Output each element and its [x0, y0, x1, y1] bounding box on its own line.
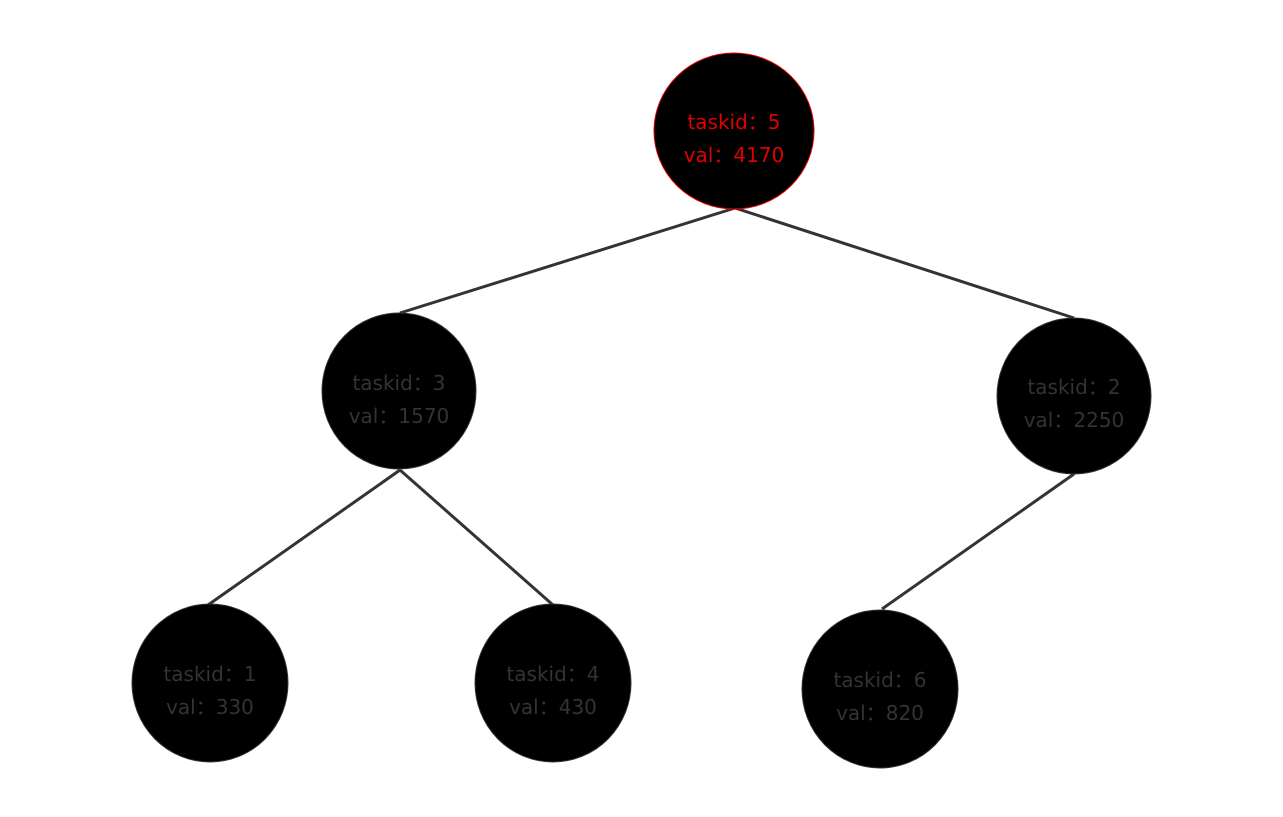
tree-edges: [207, 206, 1075, 611]
node-circle: [131, 603, 289, 763]
node-circle: [474, 603, 632, 763]
node-circle: [996, 317, 1152, 475]
node-circle: [801, 609, 959, 769]
tree-node: taskid：1 val：330: [131, 603, 289, 763]
node-val-label: val：1570: [349, 404, 450, 428]
node-taskid-label: taskid：5: [687, 110, 780, 134]
node-val-label: val：2250: [1024, 408, 1125, 432]
node-taskid-label: taskid：4: [506, 662, 599, 686]
node-val-label: val：430: [509, 695, 597, 719]
edge-n5-n2: [734, 206, 1075, 320]
edge-n5-n3: [399, 206, 736, 315]
node-circle: [321, 312, 477, 470]
edge-n2-n6: [881, 472, 1075, 611]
node-val-label: val：820: [836, 701, 924, 725]
edge-n3-n1: [207, 468, 401, 607]
node-taskid-label: taskid：6: [833, 668, 926, 692]
node-taskid-label: taskid：1: [163, 662, 256, 686]
node-val-label: val：330: [166, 695, 254, 719]
edge-n3-n4: [399, 468, 554, 607]
tree-node: taskid：4 val：430: [474, 603, 632, 763]
node-circle: [653, 52, 815, 210]
node-taskid-label: taskid：3: [352, 371, 445, 395]
node-val-label: val：4170: [684, 143, 785, 167]
tree-node: taskid：2 val：2250: [996, 317, 1152, 475]
tree-node: taskid：6 val：820: [801, 609, 959, 769]
tree-node: taskid：3 val：1570: [321, 312, 477, 470]
tree-node-root: taskid：5 val：4170: [653, 52, 815, 210]
tree-nodes: taskid：5 val：4170 taskid：3 val：1570 task…: [131, 52, 1152, 769]
node-taskid-label: taskid：2: [1027, 375, 1120, 399]
